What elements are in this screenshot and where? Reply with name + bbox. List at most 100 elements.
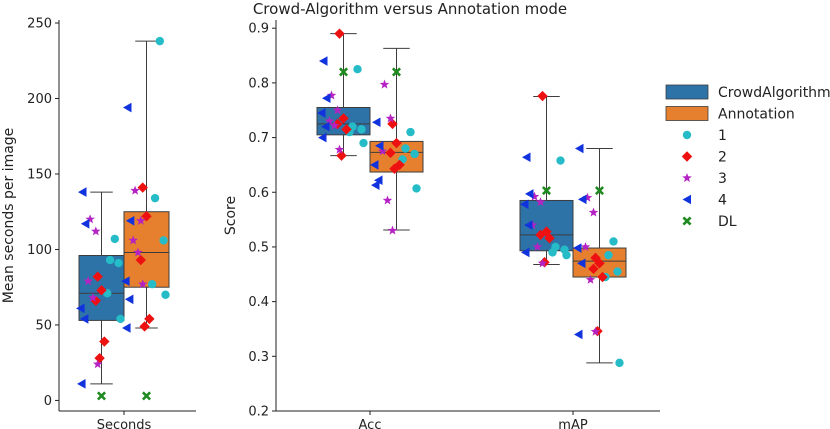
cyan-circle-point: [150, 193, 160, 203]
purple-star-point: [88, 292, 98, 302]
y-tick-label: 0: [44, 394, 52, 409]
purple-star-point: [329, 120, 340, 130]
red-diamond-point: [588, 263, 599, 275]
green-x-point: [391, 67, 402, 77]
purple-star-point: [582, 192, 593, 202]
blue-triangle-point: [78, 187, 87, 197]
blue-triangle-point: [578, 194, 587, 205]
legend-item-2: 2: [681, 150, 727, 166]
y-axis-label: Mean seconds per image: [1, 128, 17, 304]
purple-star-point: [379, 79, 390, 89]
cyan-circle-point: [155, 36, 164, 46]
blue-triangle-point: [80, 219, 90, 229]
red-diamond-point: [96, 285, 107, 296]
blue-triangle-point: [122, 323, 131, 333]
cyan-circle-point: [613, 267, 622, 276]
red-diamond-point: [141, 211, 152, 222]
purple-star-point: [585, 274, 596, 284]
purple-star-point: [537, 258, 548, 268]
purple-star-point: [85, 214, 95, 224]
red-diamond-point: [137, 182, 148, 193]
orange-box-patch: [665, 106, 709, 121]
purple-star-point: [137, 279, 148, 289]
red-diamond-point: [336, 150, 347, 161]
y-tick-label: 0.5: [248, 240, 269, 255]
red-diamond-point: [92, 271, 103, 282]
blue-triangle-point: [524, 220, 533, 230]
red-diamond-point: [535, 229, 546, 241]
x-tick-label: Seconds: [97, 418, 152, 429]
legend-label: 3: [718, 171, 727, 187]
x-tick-label: mAP: [558, 418, 588, 429]
blue-triangle-marker: [682, 194, 691, 205]
cyan-circle-point: [357, 125, 366, 134]
y-tick-label: 0.2: [248, 405, 269, 420]
purple-star-marker: [682, 173, 692, 183]
y-axis-label: Score: [223, 196, 239, 235]
blue-triangle-point: [317, 108, 326, 118]
blue-triangle-point: [374, 175, 383, 186]
cyan-circle-marker: [682, 130, 692, 140]
red-diamond-point: [385, 147, 396, 159]
cyan-circle-point: [412, 184, 421, 193]
y-tick-label: 0.8: [248, 76, 269, 91]
blue-triangle-point: [574, 329, 583, 340]
purple-star-point: [334, 144, 345, 154]
red-diamond-point: [544, 232, 555, 244]
legend-label: CrowdAlgorithm: [718, 85, 830, 101]
cyan-circle-point: [353, 65, 362, 74]
x-tick-label: Acc: [359, 418, 382, 429]
box-annotation-seconds: [123, 40, 170, 329]
purple-star-point: [83, 276, 93, 286]
purple-star-point: [92, 359, 103, 369]
red-diamond-point: [391, 137, 402, 149]
purple-star-point: [377, 146, 388, 156]
y-tick-label: 150: [27, 167, 52, 182]
red-diamond-point: [594, 258, 605, 269]
purple-star-point: [91, 226, 101, 236]
red-diamond-point: [139, 321, 150, 332]
red-diamond-point: [338, 113, 349, 124]
y-tick-label: 0.9: [248, 22, 269, 37]
blue-triangle-point: [322, 93, 331, 103]
legend-item-dl: DL: [682, 214, 737, 230]
blue-triangle-point: [573, 243, 582, 253]
y-tick-label: 100: [27, 243, 52, 258]
purple-star-point: [387, 225, 398, 235]
green-x-point: [338, 67, 349, 77]
blue-triangle-point: [123, 102, 132, 113]
cyan-circle-point: [556, 156, 565, 165]
y-tick-label: 50: [35, 318, 52, 333]
purple-star-point: [332, 105, 343, 115]
blue-triangle-point: [372, 117, 381, 128]
y-tick-label: 0.4: [248, 295, 269, 310]
cyan-circle-point: [548, 248, 557, 257]
blue-triangle-point: [76, 303, 85, 314]
red-diamond-marker: [681, 151, 693, 162]
cyan-circle-point: [159, 236, 168, 245]
red-diamond-point: [597, 271, 608, 283]
cyan-circle-point: [562, 250, 571, 260]
purple-star-point: [535, 197, 546, 207]
green-x-point: [96, 391, 107, 401]
red-diamond-point: [99, 336, 110, 347]
cyan-circle-point: [116, 314, 125, 324]
red-diamond-point: [94, 352, 105, 364]
blue-triangle-point: [522, 152, 531, 163]
red-diamond-point: [537, 90, 548, 102]
legend-item-1: 1: [682, 128, 727, 144]
cyan-circle-point: [609, 237, 618, 246]
blue-triangle-point: [575, 143, 584, 154]
blue-triangle-point: [520, 199, 529, 210]
red-diamond-point: [389, 163, 400, 174]
cyan-circle-point: [406, 127, 415, 137]
purple-star-point: [588, 207, 599, 217]
legend-item-3: 3: [682, 171, 727, 187]
purple-star-point: [326, 90, 337, 100]
purple-star-point: [529, 191, 540, 201]
cyan-circle-point: [110, 234, 120, 244]
blue-box-patch: [665, 84, 709, 100]
blue-triangle-point: [370, 160, 379, 170]
red-diamond-point: [144, 313, 155, 325]
